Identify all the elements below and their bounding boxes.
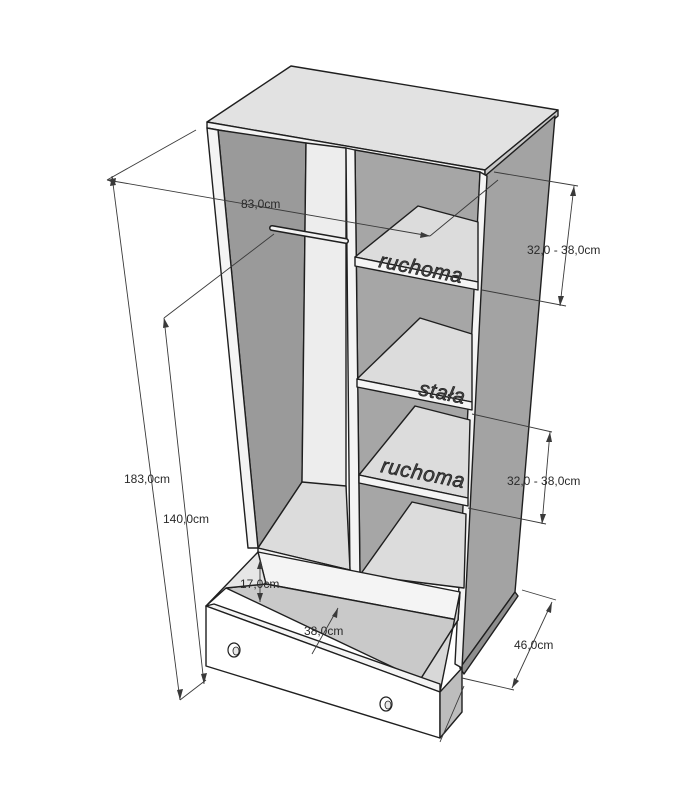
dim-height-inner-label: 140,0cm xyxy=(163,512,209,526)
drawer-knob-left-icon xyxy=(227,642,241,658)
right-compartment-floor xyxy=(359,501,467,589)
drawer-left-side xyxy=(205,551,267,607)
dim-depth-label: 46,0cm xyxy=(514,638,553,652)
dim-height-total-label: 183,0cm xyxy=(124,472,170,486)
drawer-right-edge xyxy=(439,667,463,739)
drawer-knob-right-icon xyxy=(379,696,393,712)
dim-drawer-width-label: 38,0cm xyxy=(304,624,343,638)
dim-shelf-gap-top-label: 32,0 - 38,0cm xyxy=(527,243,600,257)
dim-drawer-height-label: 17,0cm xyxy=(240,577,279,591)
dim-shelf-gap-bottom-label: 32,0 - 38,0cm xyxy=(507,474,580,488)
dim-width-label: 83,0cm xyxy=(241,197,280,211)
